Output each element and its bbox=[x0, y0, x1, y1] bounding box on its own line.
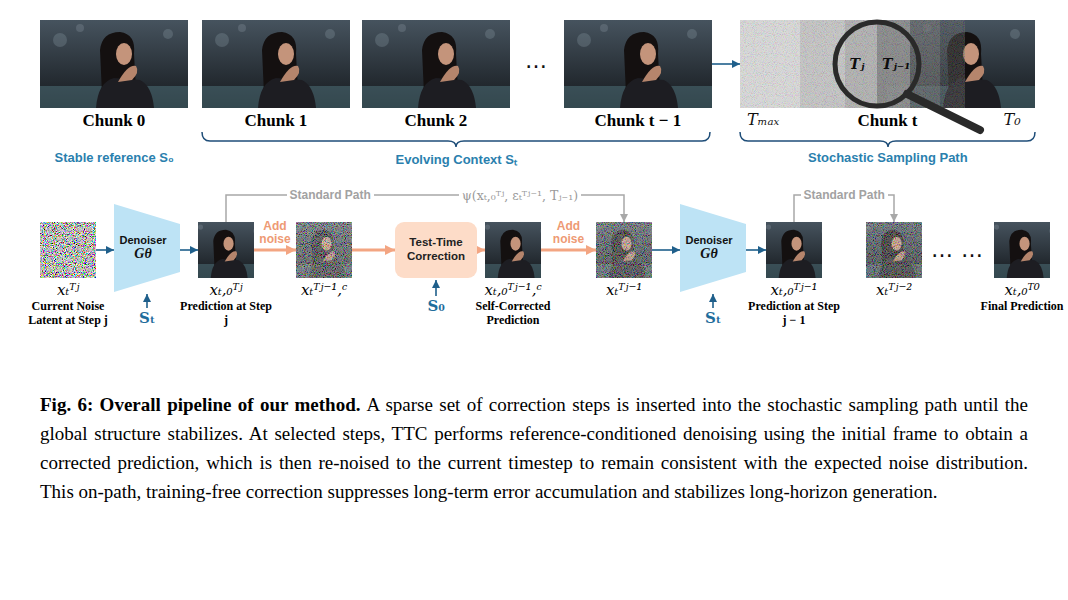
chunk-label: Chunk 1 bbox=[245, 111, 308, 131]
figure-title: Fig. 6: Overall pipeline of our method. bbox=[40, 394, 360, 415]
figure-caption: Fig. 6: Overall pipeline of our method.A… bbox=[40, 390, 1028, 506]
photo-chunk bbox=[362, 20, 510, 108]
box-text: Gθ bbox=[134, 246, 151, 262]
math-symbol: xₜ,₀ᵀ⁰ bbox=[1005, 281, 1040, 299]
denoiser-block: DenoiserGθ bbox=[114, 204, 180, 292]
chunk-frame: Chunk 0 bbox=[40, 20, 188, 108]
edge-label: Standard Path bbox=[287, 188, 374, 202]
edge-label: Add noise bbox=[549, 220, 589, 246]
latent-image: xₜ,₀ᵀʲPrediction at Step j bbox=[198, 222, 254, 278]
image-description: Self-Corrected Prediction bbox=[465, 300, 561, 328]
image-description: Prediction at Step j bbox=[178, 300, 274, 328]
condition-arrow bbox=[146, 294, 148, 308]
connector bbox=[746, 249, 766, 251]
edge-label: Standard Path bbox=[801, 188, 888, 202]
latent-image: xₜᵀʲCurrent Noise Latent at Step j bbox=[40, 222, 96, 278]
path-label: Stochastic Sampling Path bbox=[808, 150, 968, 165]
box-text: Test-Time Correction bbox=[395, 236, 477, 264]
chunk-frame: Chunk 2 bbox=[362, 20, 510, 108]
noise-overlay bbox=[866, 222, 922, 278]
edge-label: Add noise bbox=[255, 220, 295, 246]
bracket bbox=[202, 132, 710, 147]
timestep-label: Tₘₐₓ bbox=[747, 110, 779, 129]
reference-label: Stable reference S₀ bbox=[55, 150, 174, 165]
chunk-frame: Chunk 1 bbox=[202, 20, 350, 108]
condition-arrow bbox=[435, 280, 437, 296]
noisy-chunk bbox=[740, 20, 1035, 130]
box-text: Denoiser bbox=[119, 234, 166, 246]
prediction-image bbox=[743, 222, 837, 278]
connector bbox=[712, 63, 740, 65]
chunk-label: Chunk 0 bbox=[83, 111, 146, 131]
noise-overlay bbox=[296, 222, 352, 278]
chunk-label: Chunk t − 1 bbox=[595, 111, 682, 131]
noise-image bbox=[40, 222, 96, 278]
ellipsis: … bbox=[961, 239, 983, 261]
box-text: Denoiser bbox=[685, 234, 732, 246]
denoiser-shape bbox=[680, 204, 746, 292]
math-symbol: xₜ,₀ᵀʲ⁻¹,ᶜ bbox=[485, 281, 542, 299]
latent-image: xₜ,₀ᵀʲ⁻¹Prediction at Step j − 1 bbox=[766, 222, 822, 278]
denoiser-shape bbox=[114, 204, 180, 292]
ellipsis: … bbox=[525, 50, 547, 72]
math-symbol: xₜ,₀ᵀʲ⁻¹ bbox=[771, 281, 818, 299]
latent-image: xₜᵀʲ⁻¹ bbox=[596, 222, 652, 278]
condition-label: S₀ bbox=[428, 297, 445, 315]
latent-image: xₜ,₀ᵀ⁰Final Prediction bbox=[994, 222, 1050, 278]
latent-image: xₜᵀʲ⁻² bbox=[866, 222, 922, 278]
connector bbox=[352, 249, 395, 252]
image-description: Prediction at Step j − 1 bbox=[746, 300, 842, 328]
context-label: Evolving Context Sₜ bbox=[396, 150, 517, 168]
math-symbol: xₜᵀʲ⁻¹ bbox=[606, 281, 642, 299]
chunk-frame: Chunk t − 1 bbox=[564, 20, 712, 108]
bracket bbox=[740, 132, 1035, 147]
math-symbol: xₜ,₀ᵀʲ bbox=[210, 281, 243, 299]
photo-chunk bbox=[564, 20, 712, 108]
condition-arrow bbox=[712, 294, 714, 308]
photo-chunk bbox=[40, 20, 188, 108]
connector bbox=[477, 249, 485, 252]
chunk-ground bbox=[740, 20, 1035, 108]
connector bbox=[652, 249, 680, 251]
box-text: Gθ bbox=[700, 246, 717, 262]
condition-label: Sₜ bbox=[705, 309, 721, 327]
connector bbox=[180, 249, 198, 251]
photo-chunk bbox=[202, 20, 350, 108]
condition-label: Sₜ bbox=[139, 309, 155, 327]
math-symbol: xₜᵀʲ⁻¹,ᶜ bbox=[301, 281, 347, 299]
denoiser-block: DenoiserGθ bbox=[680, 204, 746, 292]
correction-box: Test-Time Correction bbox=[395, 222, 477, 278]
connector bbox=[254, 249, 296, 252]
timestep-label: Tⱼ bbox=[850, 56, 865, 72]
magnifier-handle bbox=[907, 94, 980, 130]
image-description: Current Noise Latent at Step j bbox=[20, 300, 116, 328]
connector bbox=[541, 249, 596, 252]
noise-texture bbox=[740, 20, 965, 108]
timestep-label: T₀ bbox=[1004, 110, 1021, 129]
chunk-label: Chunk 2 bbox=[405, 111, 468, 131]
latent-image: xₜ,₀ᵀʲ⁻¹,ᶜSelf-Corrected Prediction bbox=[485, 222, 541, 278]
math-symbol: xₜᵀʲ⁻² bbox=[876, 281, 912, 299]
prediction-image bbox=[971, 222, 1065, 278]
math-symbol: xₜᵀʲ bbox=[57, 281, 79, 299]
chunk-label: Chunk t bbox=[858, 111, 918, 131]
connector bbox=[96, 249, 114, 251]
noise-overlay bbox=[596, 222, 652, 278]
latent-image: xₜᵀʲ⁻¹,ᶜ bbox=[296, 222, 352, 278]
image-description: Final Prediction bbox=[974, 300, 1068, 314]
formula-label: ψ(xₜ,₀ᵀʲ, εₜᵀʲ⁻¹, Tⱼ₋₁) bbox=[459, 188, 581, 203]
timestep-label: Tⱼ₋₁ bbox=[882, 56, 910, 72]
noisy-image bbox=[843, 222, 937, 278]
ellipsis: … bbox=[931, 239, 953, 261]
